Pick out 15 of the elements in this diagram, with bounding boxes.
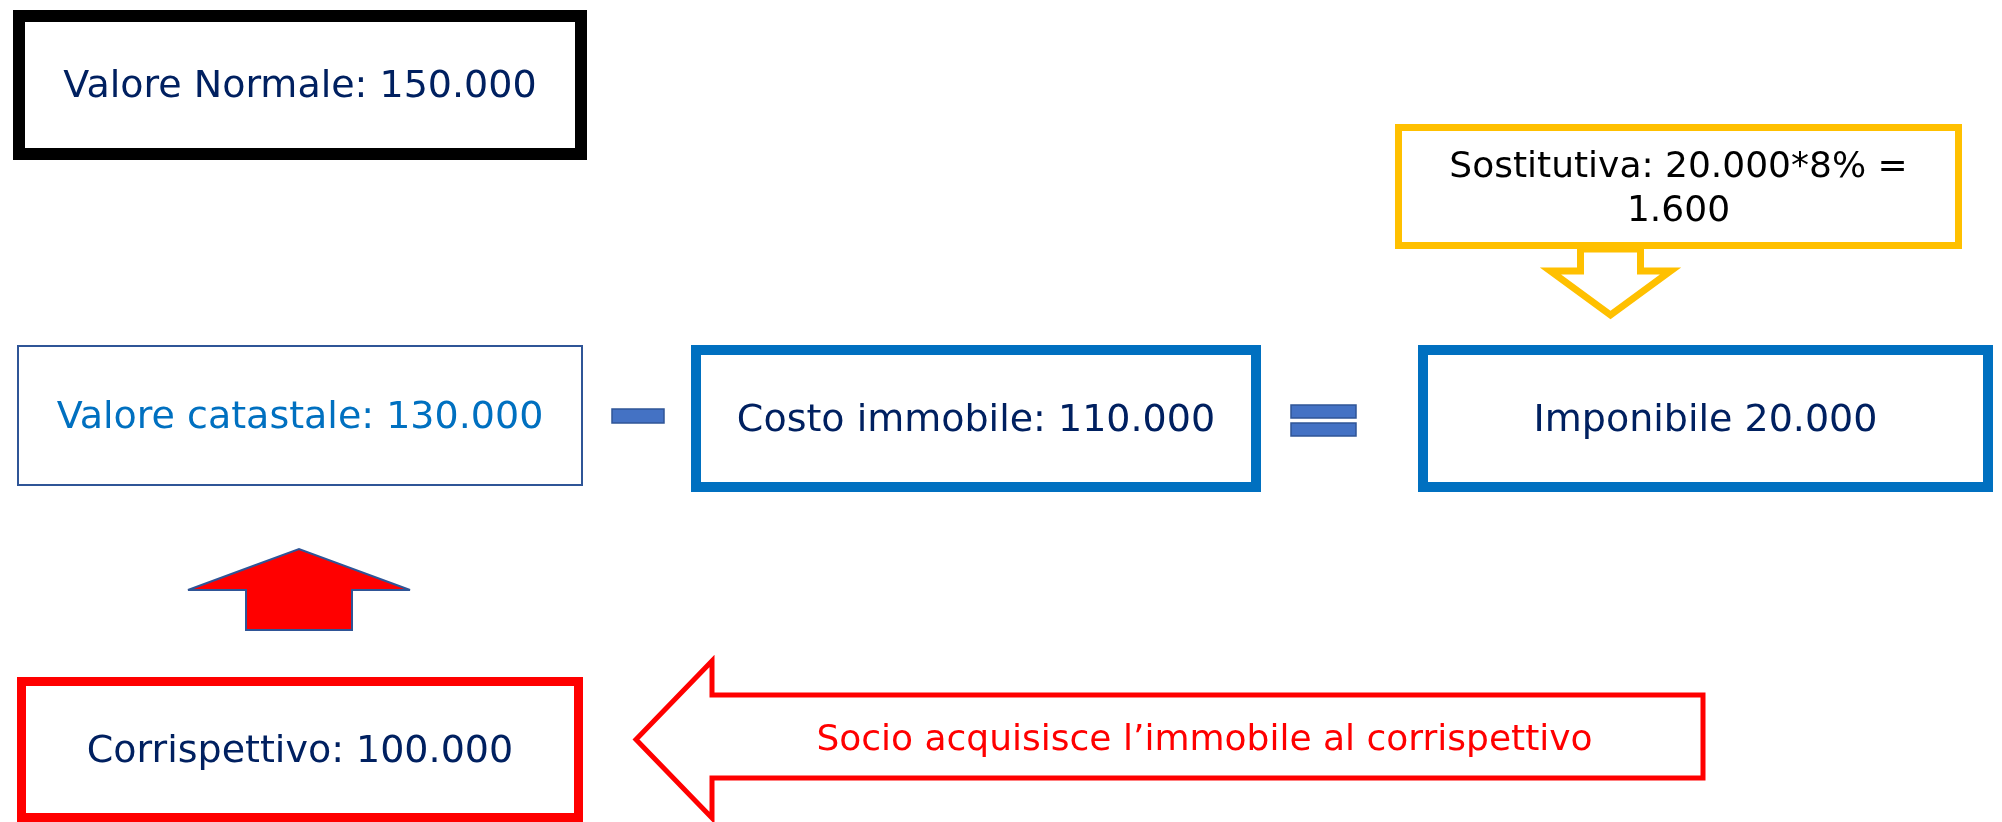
arrow-callout: [632, 657, 1707, 822]
value-box: [13, 10, 587, 160]
node-label: Costo immobile: 110.000: [736, 395, 1216, 442]
node-label: Corrispettivo: 100.000: [86, 726, 514, 773]
block-arrow: [187, 547, 411, 631]
callout-box: [1395, 124, 1962, 249]
value-box: [17, 345, 583, 486]
node-label: Valore Normale: 150.000: [63, 62, 537, 108]
value-box: [691, 345, 1261, 492]
node-label: Valore catastale: 130.000: [56, 392, 544, 439]
result-box: [1418, 345, 1993, 492]
value-box: [17, 677, 583, 822]
node-label: Socio acquisisce l’immobile al corrispettivo: [816, 715, 1593, 760]
node-label: Imponibile 20.000: [1533, 395, 1878, 442]
node-label: Sostitutiva: 20.000*8% = 1.600: [1448, 143, 1909, 230]
